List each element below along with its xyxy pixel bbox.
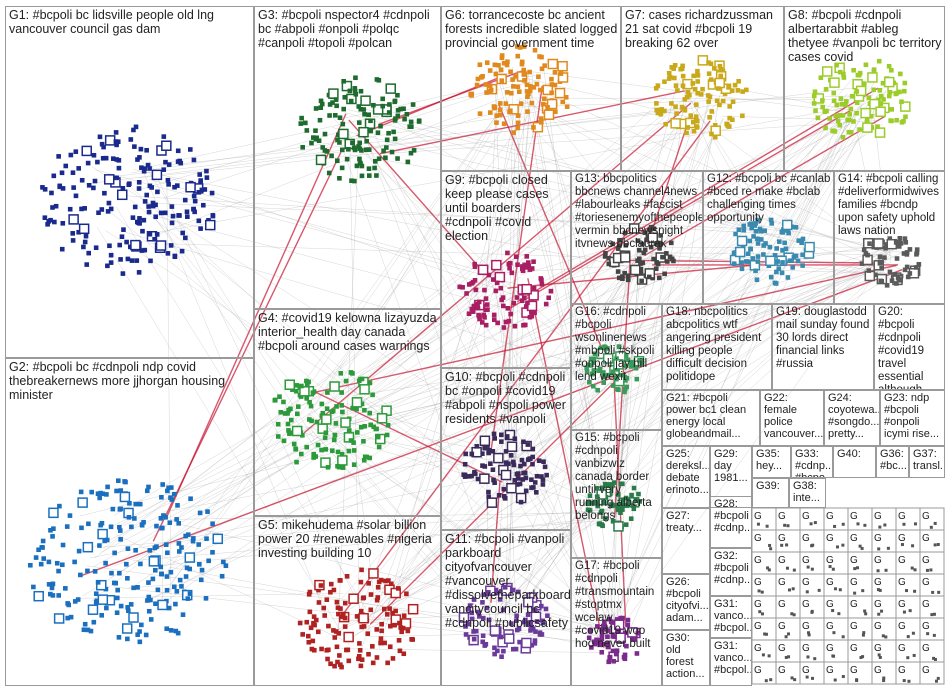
group-label-g18: G18: nbcpolitics abcpolitics wtf angerin…	[666, 306, 769, 384]
group-panel-g20[interactable]: G20: #bcpoli #cdnpoli #covid19 travel es…	[874, 304, 945, 390]
group-panel-g17[interactable]: G17: #bcpoli #cdnpoli #transmountain #st…	[571, 558, 662, 686]
group-label-g37: G36: #bc...	[880, 448, 906, 472]
group-panel-g26[interactable]: G26: #bcpoli cityofvi... adam...	[662, 574, 710, 630]
group-label-g19: G19: douglastodd mail sunday found 30 lo…	[776, 306, 871, 371]
group-panel-g22[interactable]: G22: female police vancouver...	[760, 390, 824, 446]
group-label-g23: G23: ndp #bcpoli #onpoli icymi rise...	[884, 392, 942, 440]
group-panel-g13[interactable]: G13: bbcpolitics bbcnews channel4news #l…	[571, 171, 703, 304]
group-label-g28: G28: #bcpoli #cdnp...	[714, 498, 749, 534]
group-label-g3: G3: #bcpoli nspector4 #cdnpoli bc #abpol…	[258, 8, 438, 50]
group-label-g24: G24: coyotewa... #songdo... pretty...	[828, 392, 877, 440]
group-label-g33: G32: #bcpoli #cdnp...	[714, 550, 749, 586]
group-label-g30: G30: old forest action...	[666, 632, 707, 680]
group-label-g39: G38: inte...	[793, 480, 823, 504]
group-panel-g2[interactable]: G2: #bcpoli bc #cdnpoli ndp covid thebre…	[5, 358, 254, 686]
group-label-g16: G16: #cdnpoli #bcpoli wsonlinenews #mbpo…	[575, 306, 659, 384]
group-panel-g25[interactable]: G25: dereksl... debate erinoto...	[662, 446, 710, 508]
group-panel-g39[interactable]: G38: inte...	[789, 478, 826, 508]
group-label-g1: G1: #bcpoli bc lidsville people old lng …	[9, 8, 251, 36]
group-panel-g1[interactable]: G1: #bcpoli bc lidsville people old lng …	[5, 6, 254, 358]
group-panel-g24[interactable]: G24: coyotewa... #songdo... pretty...	[824, 390, 880, 446]
group-label-g22: G22: female police vancouver...	[764, 392, 821, 440]
group-panel-g19[interactable]: G19: douglastodd mail sunday found 30 lo…	[772, 304, 874, 390]
group-label-g12: G12: #bcpoli bc #canlab #bced re make #b…	[707, 173, 831, 225]
group-label-g26: G26: #bcpoli cityofvi... adam...	[666, 576, 707, 624]
group-label-g40: G39:	[756, 480, 786, 492]
group-label-g9: G9: #bcpoli closed keep please cases unt…	[445, 173, 568, 243]
group-panel-g14[interactable]: G14: #bcpoli calling #deliverformidwives…	[834, 171, 945, 304]
group-panel-g36[interactable]: G35: hey...	[752, 446, 791, 478]
group-panel-g38[interactable]: G37: transl...	[909, 446, 945, 478]
group-panel-g8[interactable]: G8: #bcpoli #cdnpoli albertarabbit #able…	[784, 6, 945, 171]
group-panel-g23[interactable]: G23: ndp #bcpoli #onpoli icymi rise...	[880, 390, 945, 446]
group-panel-g35[interactable]: G33: #cdnp... #bcpo...	[791, 446, 833, 478]
group-label-g20: G20: #bcpoli #cdnpoli #covid19 travel es…	[878, 306, 942, 390]
group-panel-g42[interactable]: G40:	[833, 446, 876, 478]
group-panel-g27[interactable]: G27: treaty...	[662, 508, 710, 574]
group-label-g6: G6: torrancecoste bc ancient forests inc…	[445, 8, 618, 50]
group-label-g36: G35: hey...	[756, 448, 788, 472]
group-panel-g31[interactable]: G31: vanco... #bcpol...	[710, 638, 752, 686]
group-label-g7: G7: cases richardzussman 21 sat covid #b…	[625, 8, 781, 50]
group-panel-g32[interactable]: G31: vanco... #bcpol...	[710, 596, 752, 638]
group-label-g5: G5: mikehudema #solar billion power 20 #…	[258, 518, 438, 560]
group-panel-g28[interactable]: G28: #bcpoli #cdnp...	[710, 496, 752, 548]
group-label-g42: G40:	[837, 448, 873, 460]
group-panel-g3[interactable]: G3: #bcpoli nspector4 #cdnpoli bc #abpol…	[254, 6, 441, 309]
group-label-g11: G11: #bcpoli #vanpoli parkboard cityofva…	[445, 532, 568, 630]
group-label-g10: G10: #bcpoli #cdnpoli bc #onpoli #covid1…	[445, 370, 568, 426]
group-panel-g6[interactable]: G6: torrancecoste bc ancient forests inc…	[441, 6, 621, 171]
group-panel-g21[interactable]: G21: #bcpoli power bc1 clean energy loca…	[662, 390, 760, 446]
group-panel-g30[interactable]: G30: old forest action...	[662, 630, 710, 686]
group-label-g8: G8: #bcpoli #cdnpoli albertarabbit #able…	[788, 8, 942, 64]
group-panel-g16[interactable]: G16: #cdnpoli #bcpoli wsonlinenews #mbpo…	[571, 304, 662, 430]
group-panel-g33[interactable]: G32: #bcpoli #cdnp...	[710, 548, 752, 596]
group-panel-g7[interactable]: G7: cases richardzussman 21 sat covid #b…	[621, 6, 784, 171]
group-label-g29: G29: day 1981...	[714, 448, 749, 484]
group-panel-g11[interactable]: G11: #bcpoli #vanpoli parkboard cityofva…	[441, 530, 571, 686]
group-panel-g40[interactable]: G39:	[752, 478, 789, 508]
group-panel-g10[interactable]: G10: #bcpoli #cdnpoli bc #onpoli #covid1…	[441, 368, 571, 530]
group-label-g31: G31: vanco... #bcpol...	[714, 640, 749, 676]
group-label-g14: G14: #bcpoli calling #deliverformidwives…	[838, 173, 942, 238]
group-label-g15: G15: #bcpoli #cdnpoli vanbizwiz canada b…	[575, 432, 659, 523]
group-label-g27: G27: treaty...	[666, 510, 707, 534]
group-label-g32: G31: vanco... #bcpol...	[714, 598, 749, 634]
group-label-g4: G4: #covid19 kelowna lizayuzda interior_…	[258, 311, 438, 353]
group-label-g17: G17: #bcpoli #cdnpoli #transmountain #st…	[575, 560, 659, 651]
group-panel-g9[interactable]: G9: #bcpoli closed keep please cases unt…	[441, 171, 571, 368]
group-panel-g12[interactable]: G12: #bcpoli bc #canlab #bced re make #b…	[703, 171, 834, 304]
group-label-g35: G33: #cdnp... #bcpo...	[795, 448, 830, 478]
group-label-g25: G25: dereksl... debate erinoto...	[666, 448, 707, 496]
group-panel-g18[interactable]: G18: nbcpolitics abcpolitics wtf angerin…	[662, 304, 772, 390]
group-panel-g5[interactable]: G5: mikehudema #solar billion power 20 #…	[254, 516, 441, 686]
group-panel-g4[interactable]: G4: #covid19 kelowna lizayuzda interior_…	[254, 309, 441, 516]
group-panel-g15[interactable]: G15: #bcpoli #cdnpoli vanbizwiz canada b…	[571, 430, 662, 558]
group-label-g2: G2: #bcpoli bc #cdnpoli ndp covid thebre…	[9, 360, 251, 402]
group-label-g21: G21: #bcpoli power bc1 clean energy loca…	[666, 392, 757, 440]
group-panel-g37[interactable]: G36: #bc...	[876, 446, 909, 478]
group-label-g13: G13: bbcpolitics bbcnews channel4news #l…	[575, 173, 700, 251]
group-label-g38: G37: transl...	[913, 448, 942, 472]
